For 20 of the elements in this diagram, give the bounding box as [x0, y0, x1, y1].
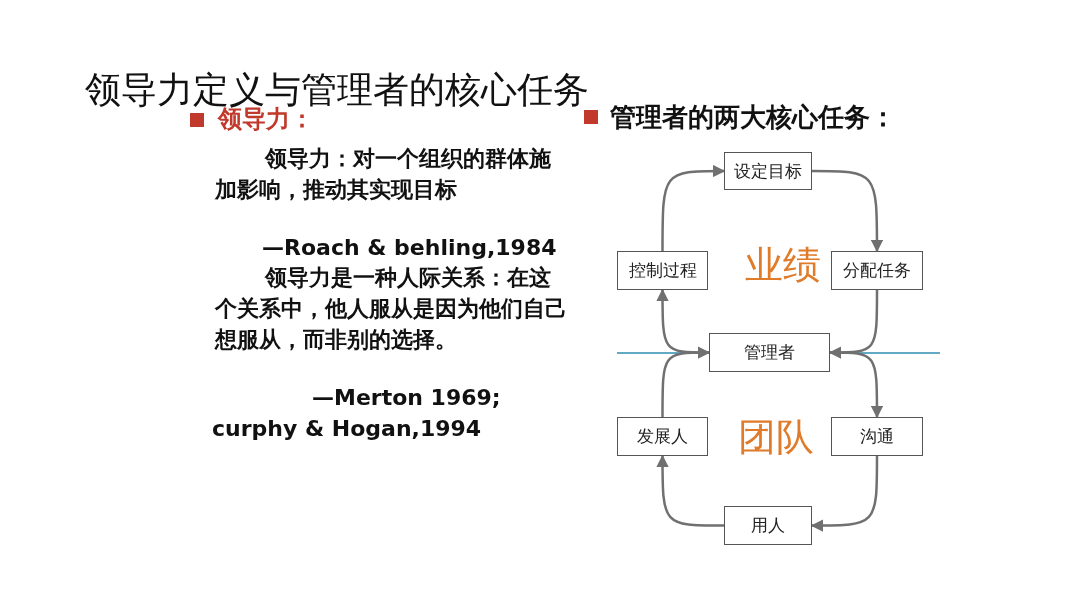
citation-text: —Merton 1969; curphy & Hogan,1994 [212, 384, 502, 443]
process-box: 分配任务 [831, 251, 923, 290]
process-box: 沟通 [831, 417, 923, 456]
section-heading: 管理者的两大核心任务： [610, 102, 896, 133]
area-label: 业绩 [745, 242, 821, 289]
process-box: 管理者 [709, 333, 830, 372]
citation-text: —Roach & behling,1984 [262, 234, 557, 262]
process-box: 发展人 [617, 417, 708, 456]
process-box: 控制过程 [617, 251, 708, 290]
arrow [830, 351, 884, 419]
definition-text: 领导力是一种人际关系：在这个关系中，他人服从是因为他们自己想服从，而非别的选择。 [215, 264, 567, 354]
area-label: 团队 [738, 414, 814, 461]
arrow [656, 454, 724, 527]
arrow [810, 456, 879, 532]
arrow [812, 169, 884, 253]
definition-text: 领导力：对一个组织的群体施加影响，推动其实现目标 [215, 145, 552, 204]
arrow [661, 164, 726, 251]
process-box: 设定目标 [724, 152, 812, 190]
arrow [661, 346, 711, 417]
process-box: 用人 [724, 506, 812, 545]
